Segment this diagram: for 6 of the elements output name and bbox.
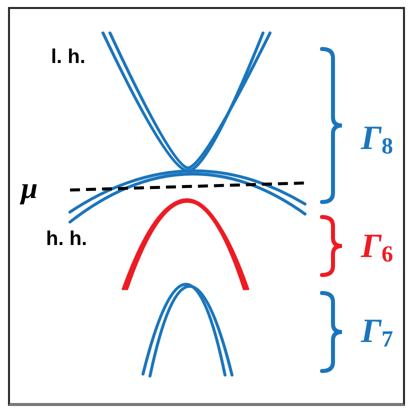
symmetry-label: Γ$_{8}$ xyxy=(361,122,394,156)
band-label: h. h. xyxy=(46,229,88,249)
symbol-label: μ xyxy=(21,174,38,204)
band-label: l. h. xyxy=(51,47,86,67)
symmetry-label: Γ$_{7}$ xyxy=(361,315,394,349)
symmetry-label: Γ$_{6}$ xyxy=(361,230,394,264)
